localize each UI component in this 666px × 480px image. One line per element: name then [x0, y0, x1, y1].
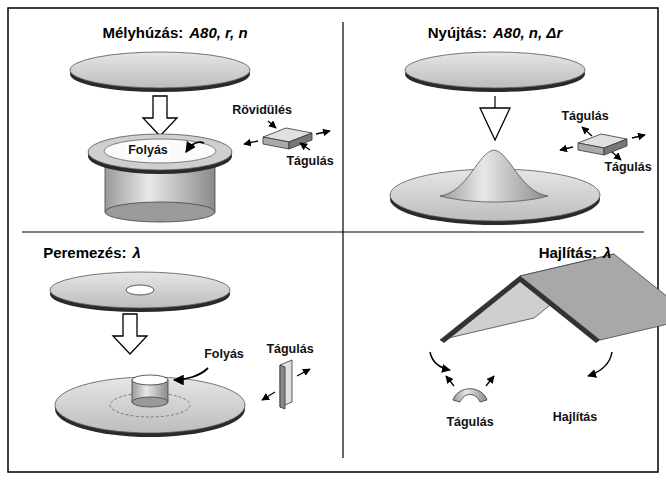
panel-title: Nyújtás: A80, n, Δr: [428, 24, 562, 41]
deformation-label: Tágulás: [266, 343, 313, 357]
process-name: Nyújtás:: [428, 24, 487, 41]
parameter-list: A80, r, n: [189, 24, 247, 41]
deformation-label: Folyás: [126, 144, 170, 158]
divider: [342, 22, 343, 458]
deformation-label: Tágulás: [561, 110, 608, 124]
panel-title: Mélyhúzás: A80, r, n: [102, 24, 247, 41]
parameter-list: λ: [603, 244, 611, 261]
deep-drawing-figure: [70, 52, 330, 222]
process-name: Hajlítás:: [539, 244, 597, 261]
deformation-label: Folyás: [202, 348, 246, 362]
panel-title: Peremezés: λ: [43, 244, 141, 261]
process-name: Mélyhúzás:: [102, 24, 183, 41]
deformation-label: Hajlítás: [553, 411, 597, 425]
parameter-list: λ: [133, 244, 141, 261]
divider: [22, 231, 644, 232]
stretching-figure: [390, 52, 645, 225]
panel-title: Hajlítás: λ: [539, 244, 612, 261]
deformation-label: Tágulás: [446, 416, 493, 430]
frame: [8, 8, 658, 472]
parameter-list: A80, n, Δr: [493, 24, 562, 41]
process-name: Peremezés:: [43, 244, 126, 261]
deformation-label: Rövidülés: [232, 104, 292, 118]
bending-figure: [430, 254, 666, 402]
deformation-label: Tágulás: [286, 155, 333, 169]
deformation-label: Tágulás: [604, 161, 651, 175]
